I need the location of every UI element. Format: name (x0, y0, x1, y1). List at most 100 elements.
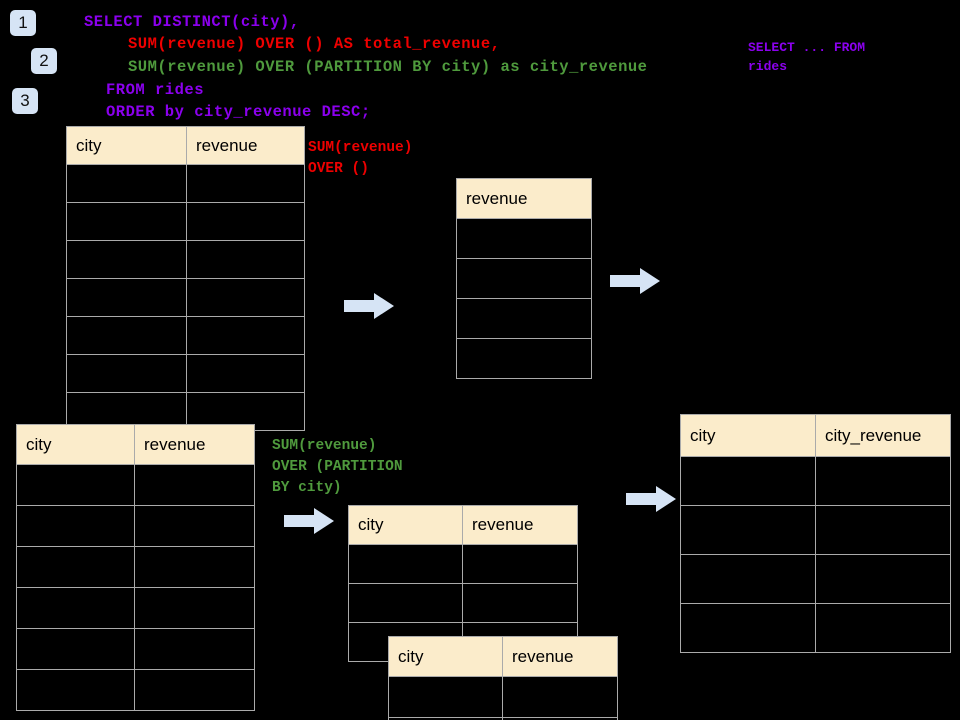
table-row (680, 505, 951, 555)
table-row (456, 218, 592, 259)
table-cell (16, 587, 135, 629)
table-row (388, 676, 618, 718)
table-row (16, 505, 255, 547)
table-cell (815, 554, 951, 604)
column-header-city: city (16, 424, 135, 465)
table-row (66, 354, 305, 393)
table-cell (186, 278, 305, 317)
table-cell (348, 583, 463, 623)
table-row (66, 278, 305, 317)
table-cell (815, 603, 951, 653)
arrow-source-to-partition (284, 505, 336, 542)
table-row (388, 717, 618, 720)
sum-over-partition-note: SUM(revenue) OVER (PARTITION BY city) (272, 438, 403, 496)
sql-line-1: SELECT DISTINCT(city), (84, 13, 300, 31)
table-cell (186, 202, 305, 241)
table-cell (456, 298, 592, 339)
column-header-city: city (348, 505, 463, 545)
table-cell (16, 505, 135, 547)
sql-line-5: ORDER by city_revenue DESC; (106, 103, 371, 121)
table-cell (16, 669, 135, 711)
table-cell (348, 544, 463, 584)
table-cell (66, 164, 187, 203)
table-cell (134, 546, 255, 588)
arrow-total-to-result (610, 265, 662, 302)
step-badge-1: 1 (10, 10, 36, 36)
table-row (66, 164, 305, 203)
sql-line-2: SUM(revenue) OVER () AS total_revenue, (128, 35, 501, 53)
table-row (680, 603, 951, 653)
table-cell (16, 546, 135, 588)
column-header-city: city (388, 636, 503, 677)
table-cell (186, 164, 305, 203)
arrow-source-to-total (344, 290, 396, 327)
table-cell (134, 464, 255, 506)
table-cell (462, 544, 578, 584)
column-header-revenue: revenue (186, 126, 305, 165)
table-cell (16, 464, 135, 506)
table-cell (502, 676, 618, 718)
column-header-revenue: revenue (134, 424, 255, 465)
table-cell (388, 676, 503, 718)
select-from-rides-note: SELECT ... FROM rides (748, 40, 866, 74)
table-cell (134, 628, 255, 670)
table-cell (456, 218, 592, 259)
table-row (16, 587, 255, 629)
column-header-city: city (66, 126, 187, 165)
table-cell (66, 354, 187, 393)
table-row (456, 338, 592, 379)
sum-over-empty-note: SUM(revenue) OVER () (308, 140, 413, 177)
column-header-revenue: revenue (456, 178, 592, 219)
table-cell (680, 603, 816, 653)
table-cell (134, 505, 255, 547)
table-row (680, 456, 951, 506)
column-header-revenue: revenue (502, 636, 618, 677)
table-cell (456, 338, 592, 379)
table-header-row: revenue (456, 178, 592, 219)
column-header-revenue: revenue (462, 505, 578, 545)
table-row (16, 464, 255, 506)
table-row (456, 298, 592, 339)
table-cell (134, 669, 255, 711)
table-cell (66, 240, 187, 279)
column-header-city_revenue: city_revenue (815, 414, 951, 457)
table-cell (456, 258, 592, 299)
table-cell (66, 278, 187, 317)
sql-line-3: SUM(revenue) OVER (PARTITION BY city) as… (128, 58, 648, 76)
table-cell (186, 316, 305, 355)
step-badge-3: 3 (12, 88, 38, 114)
table-row (16, 669, 255, 711)
table-cell (680, 456, 816, 506)
table-row (16, 628, 255, 670)
table-row (16, 546, 255, 588)
table-row (66, 316, 305, 355)
table-cell (680, 554, 816, 604)
arrow-partition-to-result (626, 483, 678, 520)
table-cell (16, 628, 135, 670)
total-revenue-table: revenue (456, 178, 592, 379)
table-cell (66, 316, 187, 355)
table-cell (462, 583, 578, 623)
table-cell (815, 505, 951, 555)
table-cell (502, 717, 618, 720)
table-cell (134, 587, 255, 629)
table-cell (66, 202, 187, 241)
table-cell (186, 240, 305, 279)
sql-line-4: FROM rides (106, 81, 205, 99)
table-cell (680, 505, 816, 555)
table-row (348, 583, 578, 623)
table-row (66, 240, 305, 279)
column-header-city: city (680, 414, 816, 457)
table-cell (815, 456, 951, 506)
